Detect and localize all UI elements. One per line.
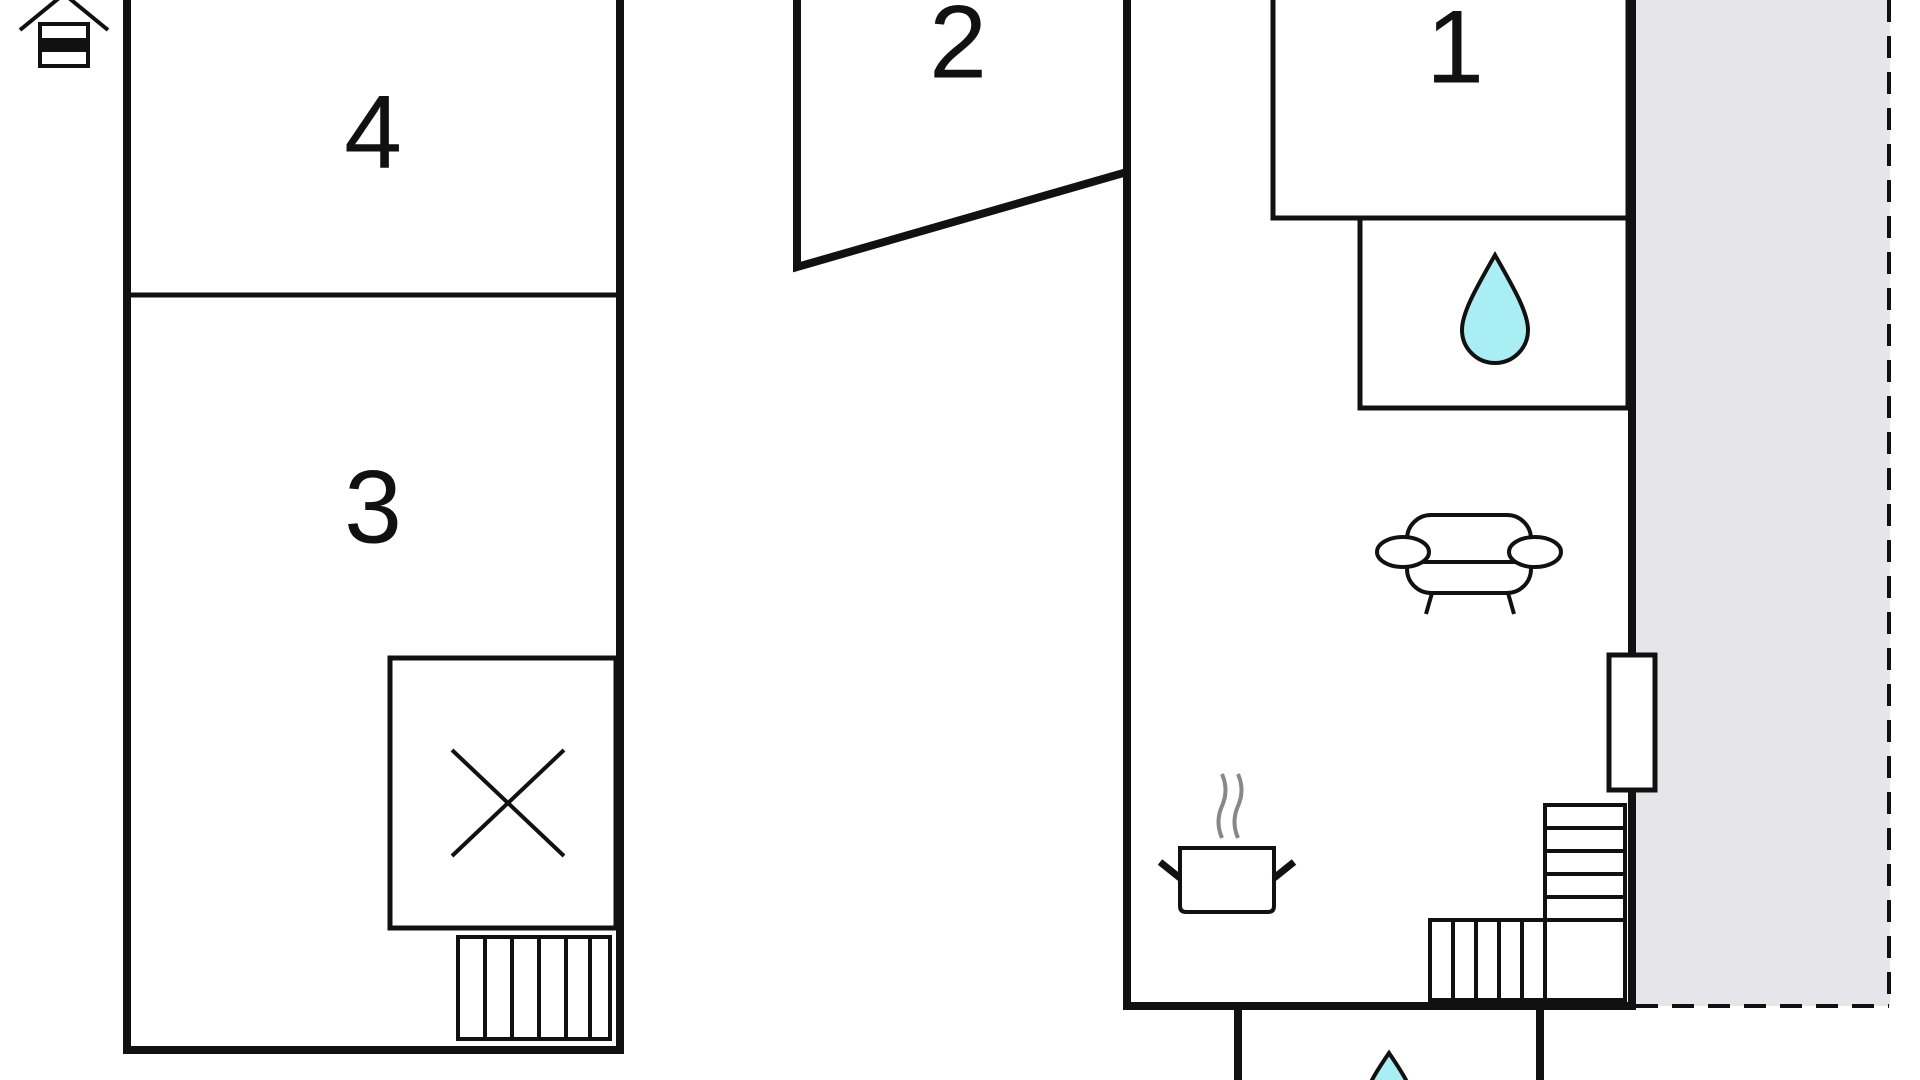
terrace-area — [1636, 0, 1891, 1008]
staircase-icon — [1428, 803, 1627, 1002]
right-building-outer-wall — [1123, 172, 1242, 1080]
staircase-icon — [456, 935, 612, 1041]
room-3-label: 3 — [344, 449, 402, 565]
left-building — [123, 0, 624, 1054]
bathroom-outline — [1357, 215, 1631, 411]
window-marker — [1606, 652, 1658, 793]
right-building — [1123, 0, 1658, 1080]
closet-box — [387, 655, 619, 931]
terrace-fill — [1636, 0, 1890, 1006]
room-1-label: 1 — [1426, 0, 1484, 105]
water-drop-icon — [1459, 250, 1531, 365]
cooking-pot-icon — [1157, 773, 1297, 914]
cross-mark-icon — [450, 748, 566, 858]
left-building-outer-wall — [123, 0, 624, 1054]
water-drop-icon — [1369, 1049, 1409, 1080]
room-4-label: 4 — [344, 74, 402, 190]
house-icon — [18, 0, 110, 68]
sofa-icon — [1375, 513, 1563, 615]
room-2-label: 2 — [929, 0, 987, 100]
